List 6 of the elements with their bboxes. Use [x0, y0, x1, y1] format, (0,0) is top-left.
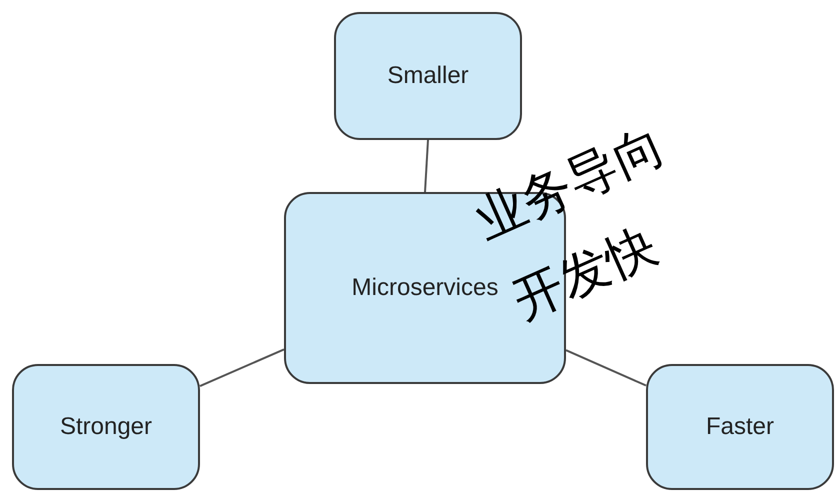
rounded-box: Stronger: [12, 364, 200, 490]
rounded-box: Smaller: [334, 12, 522, 140]
rounded-box: Faster: [646, 364, 834, 490]
connector-line: [200, 348, 284, 387]
connector-line: [424, 140, 429, 192]
connector-line: [566, 349, 646, 386]
